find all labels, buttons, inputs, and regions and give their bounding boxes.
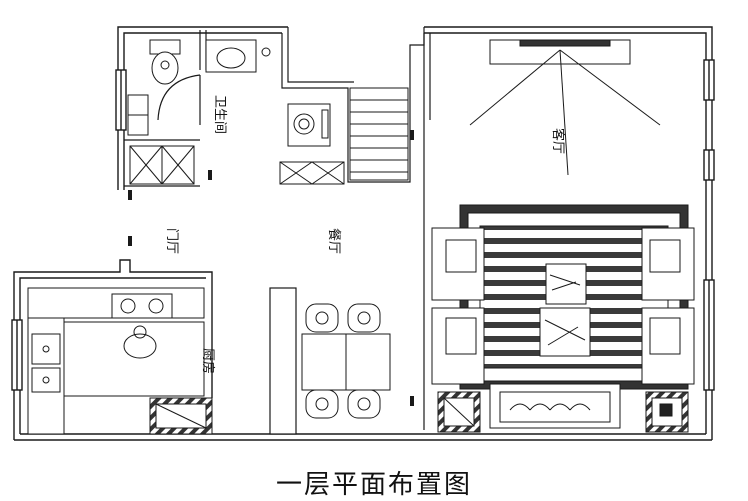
room-label-dining-room: 餐厅 bbox=[326, 228, 342, 254]
dining-furniture bbox=[301, 303, 391, 419]
drawing-caption: 一层平面布置图 bbox=[275, 470, 472, 500]
living-room-furniture bbox=[431, 39, 695, 433]
stairs bbox=[349, 87, 409, 181]
outer-walls bbox=[11, 26, 715, 441]
door-markers bbox=[128, 130, 414, 406]
room-label-entry-hall: 门厅 bbox=[164, 228, 179, 254]
bathroom-fixtures bbox=[127, 39, 345, 185]
kitchen-fixtures bbox=[27, 287, 213, 435]
room-label-kitchen: 厨房 bbox=[200, 348, 216, 374]
room-label-bathroom: 卫生间 bbox=[212, 95, 227, 134]
interior-walls bbox=[124, 27, 431, 435]
room-label-living-room: 客厅 bbox=[550, 128, 566, 154]
